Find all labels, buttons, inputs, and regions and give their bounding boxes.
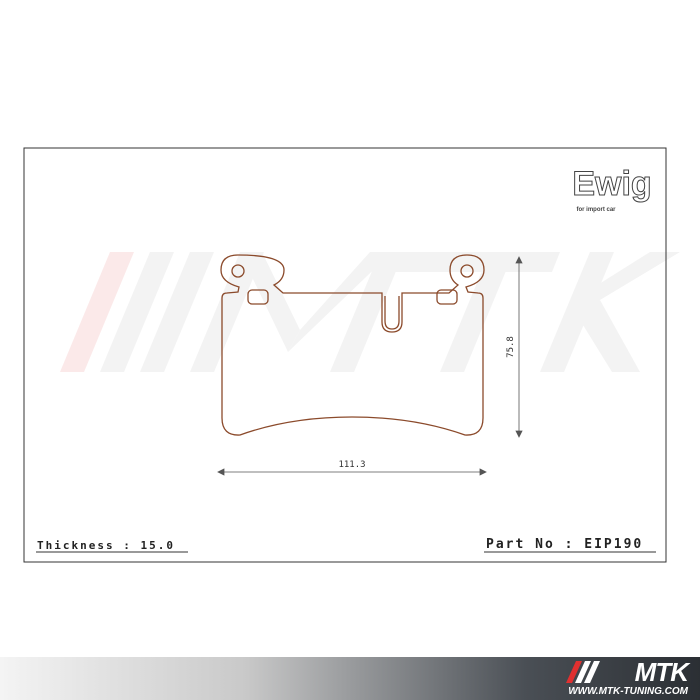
height-value: 75.8 — [506, 336, 516, 358]
width-value: 111.3 — [338, 460, 365, 470]
width-arrows — [217, 468, 487, 476]
footer-url: WWW.MTK-TUNING.COM — [568, 686, 688, 697]
watermark-logo — [60, 252, 680, 372]
mtk-logo: MTK WWW.MTK-TUNING.COM — [558, 657, 689, 699]
drawing-frame — [23, 147, 667, 563]
brake-pad-outline — [220, 254, 485, 436]
ewig-tagline: for import car — [576, 207, 616, 213]
logo-slashes-icon — [566, 661, 600, 683]
ewig-logo: Ewig — [572, 165, 651, 203]
height-arrows — [515, 256, 523, 438]
thickness-label: Thickness : 15.0 — [37, 539, 175, 552]
mtk-logo-text: MTK — [634, 657, 689, 687]
part-number-label: Part No : EIP190 — [486, 537, 644, 552]
footer-band — [0, 657, 700, 700]
